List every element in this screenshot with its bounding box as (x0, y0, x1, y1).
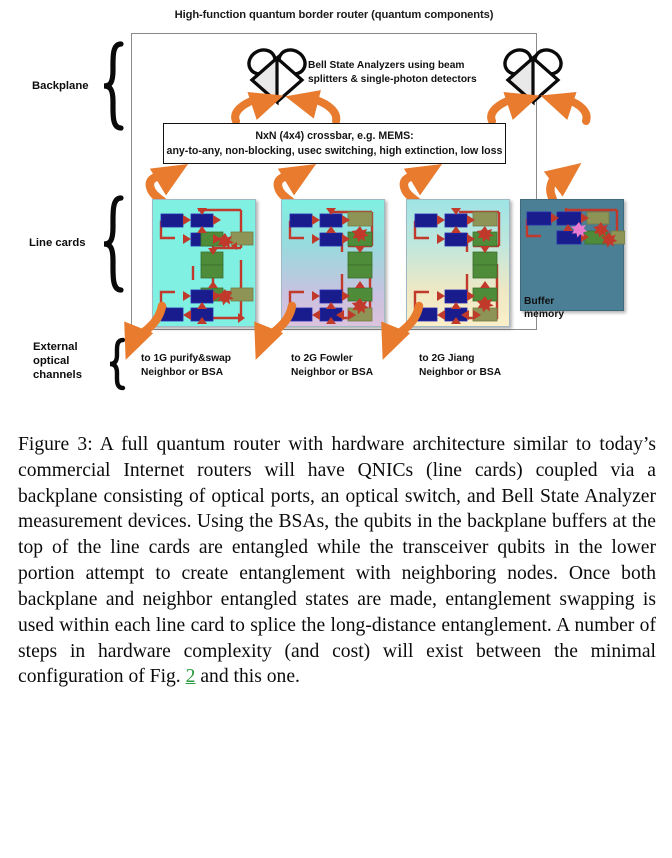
channel-label-2g-jiang: to 2G Jiang Neighbor or BSA (419, 352, 501, 380)
gate-box-olive (230, 231, 254, 246)
bsa-caption: Bell State Analyzers using beam splitter… (308, 60, 477, 86)
line-card-2g-jiang[interactable] (406, 199, 510, 327)
line-card-3-internals (413, 208, 501, 324)
qubit-box (444, 213, 468, 228)
channel-1g-line2: Neighbor or BSA (141, 367, 224, 379)
qubit-box (444, 232, 468, 247)
qubit-box (444, 289, 468, 304)
brace-external-channels (109, 337, 126, 391)
gate-box-green (347, 264, 373, 279)
caption-tail: and this one. (200, 666, 300, 688)
channel-label-2g-fowler: to 2G Fowler Neighbor or BSA (291, 352, 373, 380)
buffer-memory-internals (525, 208, 626, 248)
channel-2g-jiang-line1: to 2G Jiang (419, 353, 475, 364)
qubit-box (160, 307, 184, 322)
label-backplane: Backplane (32, 80, 89, 92)
qubit-box (414, 307, 438, 322)
qubit-box (319, 289, 343, 304)
qubit-box (319, 232, 343, 247)
channel-1g-line1: to 1G purify&swap (141, 353, 232, 364)
crossbar-switch-box: NxN (4x4) crossbar, e.g. MEMS: any-to-an… (163, 123, 506, 164)
measurement-star-icon (571, 222, 618, 248)
label-external-optical-channels: External optical channels (33, 341, 82, 381)
crossbar-line-1: NxN (4x4) crossbar, e.g. MEMS: (255, 129, 414, 142)
figure-3-diagram: High-function quantum border router (qua… (0, 0, 672, 415)
qubit-box (160, 213, 184, 228)
buffer-memory-label: Buffer memory (524, 296, 565, 321)
caption-body: Figure 3: A full quantum router with har… (18, 434, 656, 688)
gate-box-olive (472, 211, 498, 227)
bell-state-analyzer-icon-right (503, 48, 563, 106)
qubit-box (319, 213, 343, 228)
gate-box-green (200, 251, 224, 266)
channel-label-1g: to 1G purify&swap Neighbor or BSA (141, 352, 231, 380)
crossbar-line-2: any-to-any, non-blocking, usec switching… (166, 144, 503, 157)
gate-box-olive (230, 287, 254, 302)
qubit-box (190, 289, 214, 304)
measurement-star-icon (351, 226, 369, 315)
gate-box-green (347, 251, 373, 266)
qubit-box (289, 307, 313, 322)
figure-title: High-function quantum border router (qua… (174, 9, 494, 21)
gate-box-olive (586, 211, 610, 225)
line-card-2g-fowler[interactable] (281, 199, 385, 327)
brace-backplane (103, 41, 124, 131)
channel-2g-jiang-line2: Neighbor or BSA (419, 367, 502, 379)
measurement-star-icon (476, 226, 494, 313)
line-card-1-internals (159, 208, 254, 324)
brace-line-cards (103, 195, 124, 293)
qubit-box (556, 211, 582, 226)
gate-box-green (472, 264, 498, 279)
gate-box-green (200, 264, 224, 279)
figure-caption: Figure 3: A full quantum router with har… (18, 432, 656, 690)
gate-box-green (472, 251, 498, 266)
label-line-cards: Line cards (29, 237, 86, 249)
line-card-2-internals (288, 208, 374, 324)
channel-2g-fowler-line1: to 2G Fowler (291, 353, 353, 364)
figure-2-link[interactable]: 2 (185, 666, 196, 688)
qubit-box (289, 213, 313, 228)
qubit-box (190, 213, 214, 228)
line-card-1g-purify-swap[interactable] (152, 199, 256, 327)
measurement-star-icon (216, 233, 234, 306)
qubit-box (414, 213, 438, 228)
qubit-box (526, 211, 552, 226)
buffer-memory-card[interactable] (520, 199, 626, 311)
channel-2g-fowler-line2: Neighbor or BSA (291, 367, 374, 379)
gate-box-olive (347, 211, 373, 227)
